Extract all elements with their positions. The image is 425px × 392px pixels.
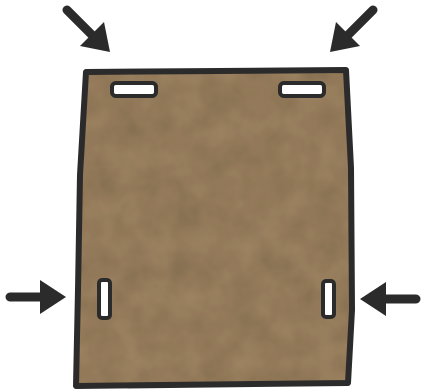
- slot-right-middle: [323, 281, 334, 317]
- arrow-down-left-icon: [330, 10, 373, 52]
- slot-top-right: [280, 83, 324, 96]
- cardboard-board: [76, 70, 352, 386]
- arrow-right-icon: [10, 280, 66, 314]
- slot-top-left: [112, 83, 156, 96]
- arrow-left-icon: [360, 282, 416, 316]
- board-fill: [76, 70, 352, 386]
- arrow-down-right-icon: [67, 10, 110, 52]
- slot-left-middle: [99, 280, 110, 318]
